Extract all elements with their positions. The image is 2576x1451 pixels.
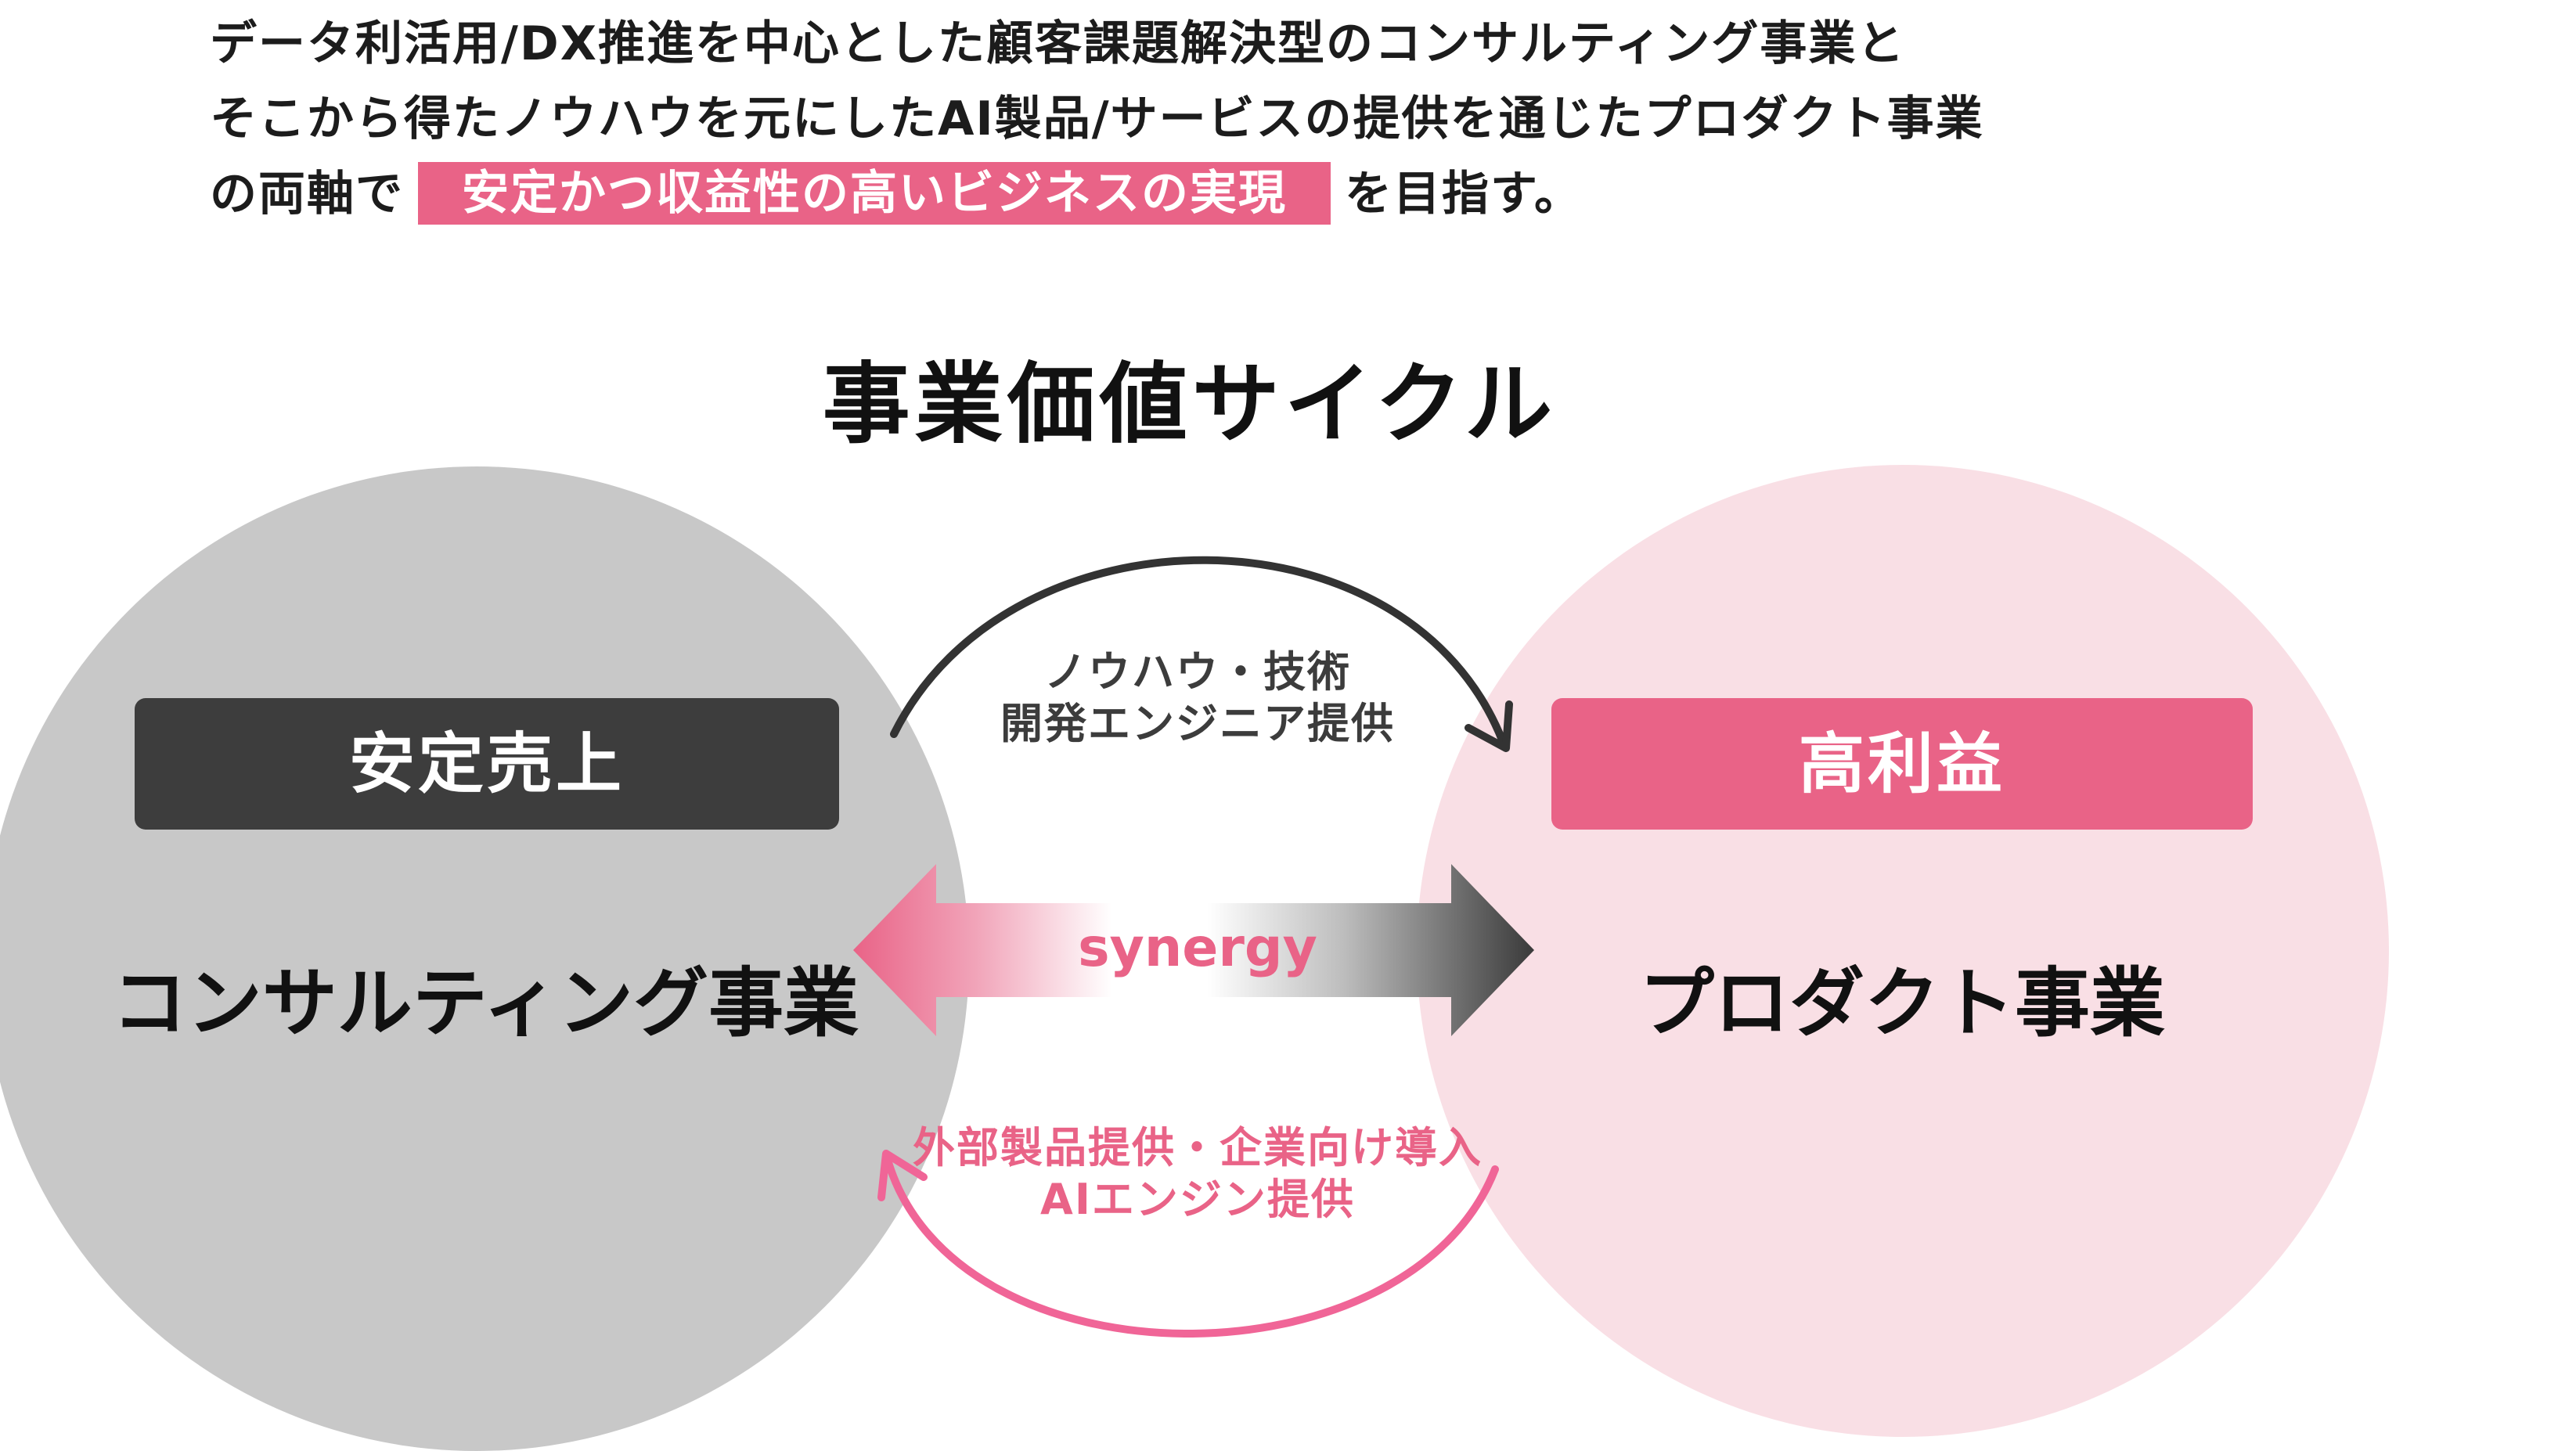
intro-line-2: そこから得たノウハウを元にしたAI製品/サービスの提供を通じたプロダクト事業	[210, 92, 1984, 146]
intro-line-3: の両軸で安定かつ収益性の高いビジネスの実現を目指す。	[210, 157, 2167, 232]
bottom-flow-line-2: AIエンジン提供	[1040, 1175, 1355, 1224]
high-profit-tag: 高利益	[1551, 698, 2253, 830]
intro-line-3-before: の両軸で	[210, 167, 404, 221]
product-circle	[1417, 465, 2389, 1437]
bottom-arrow-head	[877, 1150, 928, 1201]
intro-highlight: 安定かつ収益性の高いビジネスの実現	[418, 162, 1331, 225]
top-cycle-arrow	[890, 556, 1507, 746]
product-business-label: プロダクト事業	[1639, 960, 2165, 1047]
synergy-double-arrow	[853, 864, 1534, 1036]
stable-sales-tag: 安定売上	[135, 698, 839, 830]
bottom-flow-line-1: 外部製品提供・企業向け導入	[913, 1123, 1483, 1172]
diagram-title: 事業価値サイクル	[822, 354, 1558, 455]
consulting-circle	[0, 466, 969, 1451]
bottom-flow-label: 外部製品提供・企業向け導入 AIエンジン提供	[884, 1122, 1511, 1226]
top-flow-line-1: ノウハウ・技術	[1044, 647, 1351, 697]
consulting-business-label: コンサルティング事業	[111, 960, 859, 1047]
bottom-cycle-arrow	[884, 1156, 1499, 1338]
top-arrow-head	[1465, 700, 1513, 752]
top-flow-line-2: 開発エンジニア提供	[1000, 699, 1395, 748]
synergy-label: synergy	[1078, 917, 1317, 979]
intro-text: データ利活用/DX推進を中心とした顧客課題解決型のコンサルティング事業と そこか…	[210, 6, 2167, 232]
intro-line-1: データ利活用/DX推進を中心とした顧客課題解決型のコンサルティング事業と	[210, 16, 1906, 71]
top-flow-label: ノウハウ・技術 開発エンジニア提供	[963, 646, 1432, 750]
intro-line-3-after: を目指す。	[1345, 167, 1583, 221]
